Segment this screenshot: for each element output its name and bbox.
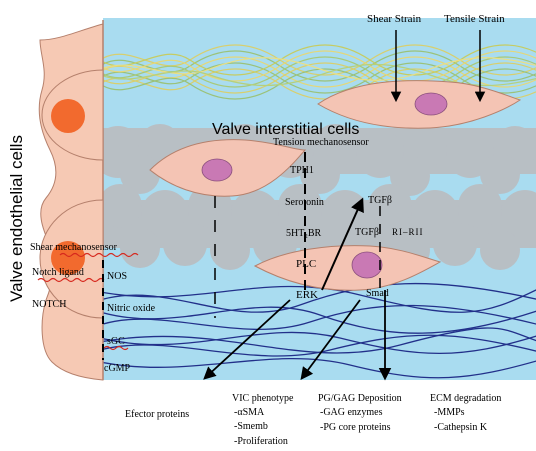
vic-phenotype-title: VIC phenotype: [232, 393, 294, 404]
label-5ht2br: 5HT₂BR: [286, 228, 321, 239]
label-shear-strain: Shear Strain: [367, 13, 422, 25]
label-tension-mechanosensor: Tension mechanosensor: [273, 137, 369, 148]
label-smad: Smad: [366, 288, 389, 299]
arrow-erk-to-tgfb: [321, 197, 364, 291]
vic-item-asma: -αSMA: [234, 407, 265, 418]
label-erk: ERK: [296, 289, 318, 301]
sgc-squiggle: [103, 345, 129, 351]
label-serotonin: Serotonin: [285, 197, 324, 208]
endothelial-nucleus-bottom: [51, 241, 85, 275]
label-effector-proteins: Efector proteins: [125, 409, 189, 420]
gag-band-lower: [103, 184, 536, 270]
label-tensile-strain: Tensile Strain: [444, 13, 505, 25]
ecm-title: ECM degradation: [430, 393, 501, 404]
label-cgmp: cGMP: [104, 363, 131, 374]
label-sgc: sGC: [107, 336, 125, 347]
endothelial-nucleus-top: [51, 99, 85, 133]
label-plc: PLC: [296, 258, 316, 270]
label-nitric-oxide: Nitric oxide: [107, 303, 156, 314]
label-shear-mechanosensor: Shear mechanosensor: [30, 242, 118, 253]
interstitial-nucleus-center: [351, 251, 383, 279]
label-nos: NOS: [107, 271, 127, 282]
vic-item-smemb: -Smemb: [234, 421, 268, 432]
center-title: Valve interstitial cells: [212, 121, 359, 138]
fiber-band: [103, 282, 536, 379]
arrow-to-vic-phenotype: [300, 299, 361, 381]
notch-squiggle: [37, 277, 105, 283]
label-tgfb-receptor-type: RI–RII: [392, 227, 424, 237]
collagen-band: [103, 44, 536, 100]
side-title: Valve endothelial cells: [7, 135, 26, 302]
interstitial-nucleus-right: [414, 92, 448, 116]
interstitial-nucleus-left: [201, 158, 233, 182]
label-notch-ligand: Notch ligand: [32, 267, 84, 278]
arrow-to-effector: [203, 299, 291, 380]
ecm-item-mmps: -MMPs: [434, 407, 465, 418]
label-notch: NOTCH: [32, 299, 66, 310]
ecm-item-cathepsin: -Cathepsin K: [434, 422, 488, 433]
label-tph1: TPH1: [290, 165, 314, 176]
pg-item-gag-enzymes: -GAG enzymes: [320, 407, 383, 418]
vic-item-proliferation: -Proliferation: [234, 436, 288, 447]
pg-item-pg-core: -PG core proteins: [320, 422, 391, 433]
pg-gag-title: PG/GAG Deposition: [318, 393, 402, 404]
label-tgfb-receptor: TGFβ: [355, 227, 379, 238]
label-tgfb: TGFβ: [368, 195, 392, 206]
shear-sensor-squiggle: [59, 252, 139, 258]
interstitial-cell-center: [253, 245, 442, 291]
